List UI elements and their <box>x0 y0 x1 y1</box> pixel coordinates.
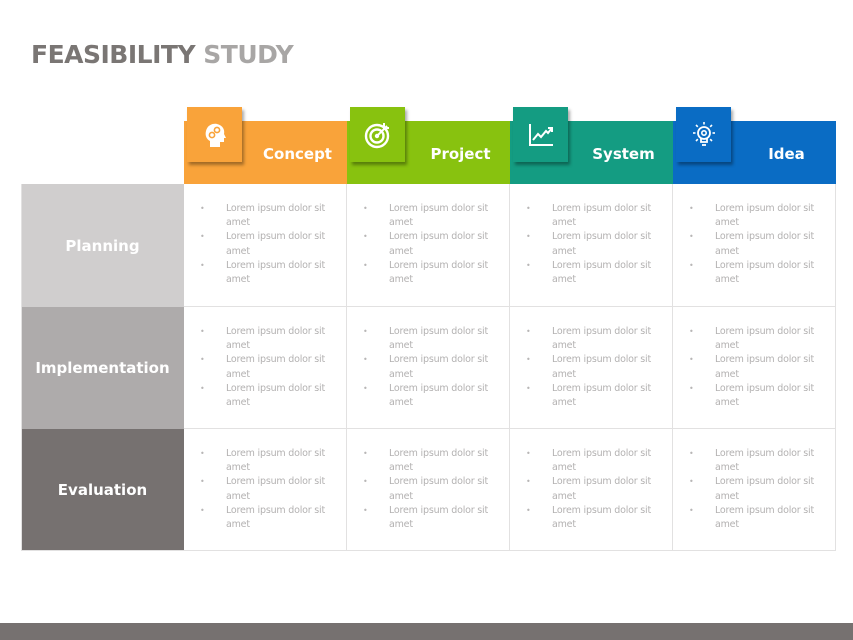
column-label: Project <box>430 144 491 163</box>
bullet-item: Lorem ipsum dolor sit amet <box>689 504 829 532</box>
lightbulb-icon <box>692 121 715 146</box>
bullet-item: Lorem ipsum dolor sit amet <box>526 353 666 381</box>
bullet-item: Lorem ipsum dolor sit amet <box>200 504 340 532</box>
column-label: Idea <box>768 144 805 163</box>
column-label: Concept <box>263 144 332 163</box>
bullet-list: Lorem ipsum dolor sit ametLorem ipsum do… <box>689 447 829 532</box>
bullet-item: Lorem ipsum dolor sit amet <box>689 382 829 410</box>
bullet-list: Lorem ipsum dolor sit ametLorem ipsum do… <box>200 202 340 287</box>
bullet-item: Lorem ipsum dolor sit amet <box>200 230 340 258</box>
bullet-item: Lorem ipsum dolor sit amet <box>689 202 829 230</box>
bullet-item: Lorem ipsum dolor sit amet <box>363 504 503 532</box>
table-cell-planning-idea: Lorem ipsum dolor sit ametLorem ipsum do… <box>673 184 836 307</box>
table-cell-planning-concept: Lorem ipsum dolor sit ametLorem ipsum do… <box>184 184 347 307</box>
table-cell-planning-system: Lorem ipsum dolor sit ametLorem ipsum do… <box>510 184 673 307</box>
row-header-implementation: Implementation <box>21 307 184 429</box>
bullet-item: Lorem ipsum dolor sit amet <box>200 382 340 410</box>
tile-system <box>513 107 568 162</box>
row-header-planning: Planning <box>21 184 184 307</box>
table-cell-implementation-project: Lorem ipsum dolor sit ametLorem ipsum do… <box>347 307 510 429</box>
bullet-item: Lorem ipsum dolor sit amet <box>200 325 340 353</box>
target-icon <box>364 122 389 148</box>
table-cell-implementation-concept: Lorem ipsum dolor sit ametLorem ipsum do… <box>184 307 347 429</box>
bullet-list: Lorem ipsum dolor sit ametLorem ipsum do… <box>363 447 503 532</box>
bullet-list: Lorem ipsum dolor sit ametLorem ipsum do… <box>689 325 829 410</box>
bullet-item: Lorem ipsum dolor sit amet <box>200 259 340 287</box>
chart-trend-icon <box>528 123 553 146</box>
bullet-item: Lorem ipsum dolor sit amet <box>689 475 829 503</box>
bullet-item: Lorem ipsum dolor sit amet <box>526 504 666 532</box>
footer-bar <box>0 623 853 640</box>
column-header-concept: Concept <box>184 107 347 184</box>
table-cell-evaluation-system: Lorem ipsum dolor sit ametLorem ipsum do… <box>510 429 673 551</box>
title-part1: FEASIBILITY <box>31 40 196 69</box>
bullet-item: Lorem ipsum dolor sit amet <box>526 475 666 503</box>
table-cell-evaluation-idea: Lorem ipsum dolor sit ametLorem ipsum do… <box>673 429 836 551</box>
bullet-item: Lorem ipsum dolor sit amet <box>363 447 503 475</box>
bullet-list: Lorem ipsum dolor sit ametLorem ipsum do… <box>363 325 503 410</box>
bullet-item: Lorem ipsum dolor sit amet <box>526 259 666 287</box>
table-cell-implementation-idea: Lorem ipsum dolor sit ametLorem ipsum do… <box>673 307 836 429</box>
column-header-idea: Idea <box>673 107 836 184</box>
bullet-item: Lorem ipsum dolor sit amet <box>200 353 340 381</box>
table-cell-planning-project: Lorem ipsum dolor sit ametLorem ipsum do… <box>347 184 510 307</box>
bullet-item: Lorem ipsum dolor sit amet <box>526 447 666 475</box>
bullet-item: Lorem ipsum dolor sit amet <box>363 475 503 503</box>
page-title: FEASIBILITY STUDY <box>31 40 294 69</box>
bullet-item: Lorem ipsum dolor sit amet <box>526 202 666 230</box>
bullet-item: Lorem ipsum dolor sit amet <box>526 382 666 410</box>
bullet-item: Lorem ipsum dolor sit amet <box>200 202 340 230</box>
row-header-evaluation: Evaluation <box>21 429 184 550</box>
bullet-list: Lorem ipsum dolor sit ametLorem ipsum do… <box>526 325 666 410</box>
bullet-item: Lorem ipsum dolor sit amet <box>526 230 666 258</box>
bullet-list: Lorem ipsum dolor sit ametLorem ipsum do… <box>526 202 666 287</box>
bullet-item: Lorem ipsum dolor sit amet <box>689 447 829 475</box>
table-cell-evaluation-project: Lorem ipsum dolor sit ametLorem ipsum do… <box>347 429 510 551</box>
bullet-item: Lorem ipsum dolor sit amet <box>363 202 503 230</box>
bullet-list: Lorem ipsum dolor sit ametLorem ipsum do… <box>200 447 340 532</box>
column-header-system: System <box>510 107 673 184</box>
bullet-list: Lorem ipsum dolor sit ametLorem ipsum do… <box>200 325 340 410</box>
bullet-item: Lorem ipsum dolor sit amet <box>200 447 340 475</box>
tile-idea <box>676 107 731 162</box>
bullet-item: Lorem ipsum dolor sit amet <box>526 325 666 353</box>
bullet-list: Lorem ipsum dolor sit ametLorem ipsum do… <box>526 447 666 532</box>
bullet-item: Lorem ipsum dolor sit amet <box>689 230 829 258</box>
column-header-project: Project <box>347 107 510 184</box>
table-cell-evaluation-concept: Lorem ipsum dolor sit ametLorem ipsum do… <box>184 429 347 551</box>
table-cell-implementation-system: Lorem ipsum dolor sit ametLorem ipsum do… <box>510 307 673 429</box>
bullet-item: Lorem ipsum dolor sit amet <box>200 475 340 503</box>
column-label: System <box>592 144 655 163</box>
bullet-item: Lorem ipsum dolor sit amet <box>363 382 503 410</box>
bullet-item: Lorem ipsum dolor sit amet <box>363 230 503 258</box>
head-gears-icon <box>205 123 226 147</box>
bullet-item: Lorem ipsum dolor sit amet <box>689 353 829 381</box>
bullet-item: Lorem ipsum dolor sit amet <box>689 259 829 287</box>
bullet-item: Lorem ipsum dolor sit amet <box>363 353 503 381</box>
bullet-item: Lorem ipsum dolor sit amet <box>363 259 503 287</box>
tile-concept <box>187 107 242 162</box>
bullet-list: Lorem ipsum dolor sit ametLorem ipsum do… <box>689 202 829 287</box>
bullet-item: Lorem ipsum dolor sit amet <box>689 325 829 353</box>
bullet-item: Lorem ipsum dolor sit amet <box>363 325 503 353</box>
bullet-list: Lorem ipsum dolor sit ametLorem ipsum do… <box>363 202 503 287</box>
title-part2: STUDY <box>203 40 294 69</box>
tile-project <box>350 107 405 162</box>
